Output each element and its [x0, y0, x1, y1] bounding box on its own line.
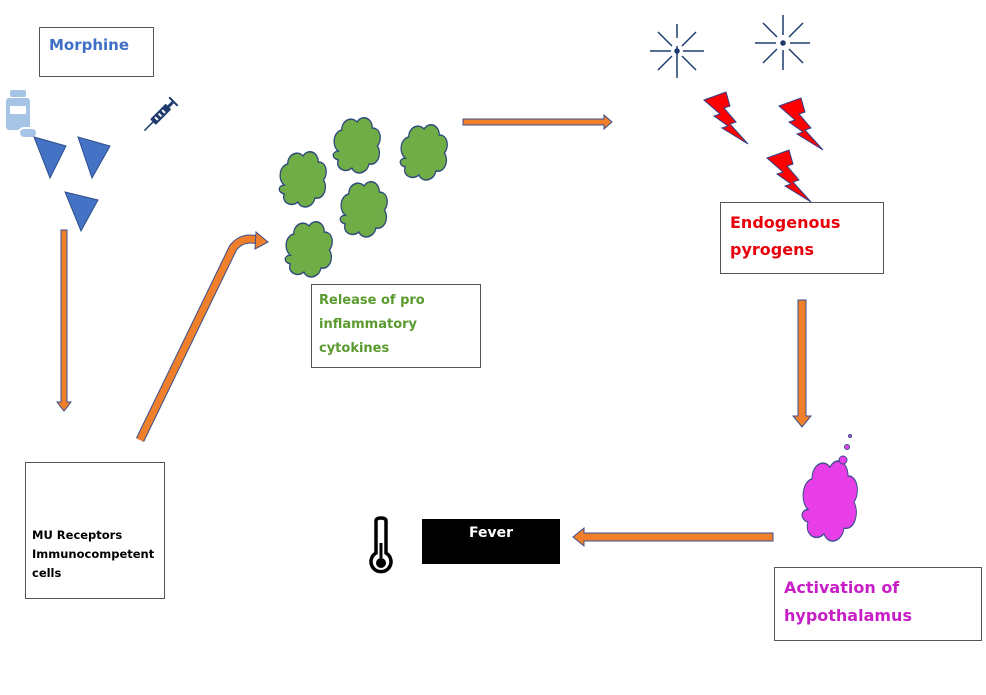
hypothalamus-box: Activation of hypothalamus: [774, 567, 982, 641]
lightning-icon: [766, 149, 812, 203]
arrow-cytokines-to-pyrogens: [462, 113, 613, 131]
sun-icon: [650, 24, 704, 78]
cytokine-cloud: [339, 180, 389, 238]
cytokine-cloud: [284, 220, 334, 278]
arrow-receptors-to-cytokines: [135, 230, 269, 442]
morphine-triangle: [77, 136, 111, 180]
arrow-hypothalamus-to-fever: [572, 526, 774, 548]
morphine-molecules: [33, 136, 111, 233]
cytokines-box: Release of pro inflammatory cytokines: [311, 284, 481, 368]
thermometer-icon: [369, 516, 393, 574]
sun-icon: [755, 15, 810, 70]
morphine-label: Morphine: [49, 36, 130, 54]
arrow-pyrogens-to-hypothalamus: [791, 299, 813, 428]
fever-label: Fever: [468, 525, 514, 541]
cytokines-label: Release of pro inflammatory cytokines: [319, 293, 425, 356]
pyrogens-label: Endogenous pyrogens: [730, 213, 841, 259]
cytokine-cloud: [332, 116, 382, 174]
cytokine-cloud: [399, 123, 449, 181]
pyrogens-box: Endogenous pyrogens: [720, 202, 884, 274]
lightning-icon: [778, 97, 824, 151]
arrow-morphine-to-receptors: [55, 229, 73, 412]
lightning-icon: [703, 91, 749, 145]
syringe-icon: [143, 96, 179, 132]
cytokine-clouds: [278, 116, 449, 278]
morphine-triangle: [64, 191, 99, 233]
mu-receptors-label: MU Receptors Immunocompetent cells: [32, 528, 155, 580]
morphine-box: Morphine: [39, 27, 154, 77]
fever-box: Fever: [422, 519, 560, 564]
cytokine-cloud: [278, 150, 328, 208]
morphine-triangle: [33, 136, 67, 180]
mu-receptors-box: MU Receptors Immunocompetent cells: [25, 462, 165, 599]
hypothalamus-label: Activation of hypothalamus: [784, 578, 912, 625]
pill-bottle-icon: [6, 90, 38, 139]
hypothalamus-cloud-icon: [801, 434, 859, 542]
lightning-icons: [703, 91, 824, 203]
